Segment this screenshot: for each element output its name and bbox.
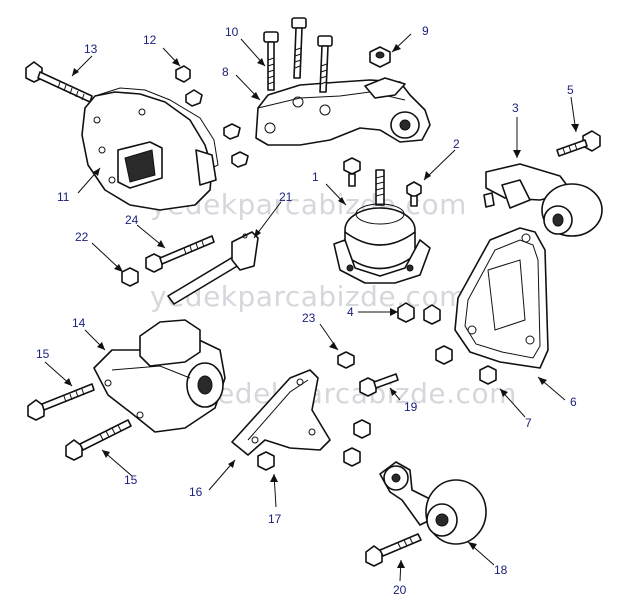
callout-15: 15 [36, 347, 50, 361]
callout-18: 18 [494, 563, 508, 577]
callout-3: 3 [512, 101, 519, 115]
callout-8: 8 [222, 65, 229, 79]
bolt-part-10 [263, 31, 279, 91]
callout-19: 19 [404, 400, 418, 414]
callout-15: 15 [124, 473, 138, 487]
bolt-part-15 [65, 419, 132, 461]
leader-arrowheads [64, 44, 579, 568]
callout-12: 12 [143, 33, 157, 47]
callout-9: 9 [422, 24, 429, 38]
bolt-part-2 [406, 181, 422, 207]
callout-6: 6 [570, 395, 577, 409]
bolt-part-5 [556, 130, 601, 157]
link-rod-part-21 [167, 231, 259, 305]
bolt-part-7 [479, 365, 497, 385]
callout-11: 11 [57, 190, 70, 204]
callout-1: 1 [312, 170, 319, 184]
bolt-part-19 [359, 373, 399, 397]
bolt-part-16-fasteners [343, 419, 371, 467]
bolt-part-17 [257, 451, 275, 471]
plate-part-6 [454, 227, 549, 369]
torque-rod-part-18 [379, 461, 487, 545]
center-mount-part-1 [333, 169, 431, 284]
callout-2: 2 [453, 137, 460, 151]
watermark: yedekparcabizde.com [200, 377, 517, 410]
callout-24: 24 [125, 213, 139, 227]
callout-7: 7 [525, 416, 532, 430]
callout-16: 16 [189, 485, 203, 499]
callout-22: 22 [75, 230, 89, 244]
bolt-part-12 [175, 65, 249, 168]
callout-17: 17 [268, 512, 282, 526]
callout-labels: 1 2 3 4 5 6 7 8 9 10 11 12 13 14 15 15 1… [36, 24, 577, 597]
nut-part-9 [369, 46, 391, 68]
left-mount-part-14 [93, 319, 226, 433]
bolt-part-15 [27, 383, 95, 421]
lower-bracket-part-16 [231, 369, 331, 456]
upper-bracket-part-8 [255, 77, 431, 146]
bolt-part-10 [317, 35, 333, 93]
nut-part-1 [343, 157, 361, 187]
nut-part-22 [121, 267, 139, 287]
callout-14: 14 [72, 316, 86, 330]
callout-13: 13 [84, 42, 98, 56]
callout-23: 23 [302, 311, 316, 325]
bolt-part-20 [365, 533, 422, 567]
engine-mount-part-11 [81, 87, 219, 211]
callout-4: 4 [347, 305, 354, 319]
bolt-part-23 [337, 351, 355, 369]
callout-20: 20 [393, 583, 407, 597]
bolt-part-10 [291, 17, 307, 79]
callout-10: 10 [225, 25, 239, 39]
callout-5: 5 [567, 83, 574, 97]
callout-21: 21 [279, 190, 293, 204]
bolt-part-6-fastener [435, 345, 453, 365]
bolt-part-4 [397, 302, 441, 325]
bolt-part-13 [25, 61, 93, 103]
bolt-part-24 [145, 235, 215, 273]
side-mount-part-3 [483, 163, 603, 237]
